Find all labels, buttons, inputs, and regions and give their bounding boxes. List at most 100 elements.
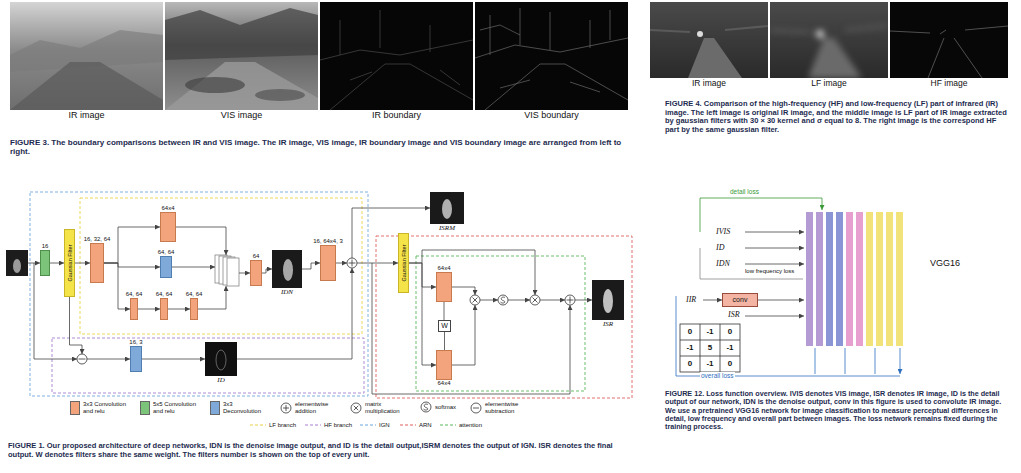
image-panel: IR image xyxy=(10,2,163,110)
loss-wires xyxy=(815,348,900,374)
process-box: W xyxy=(438,320,451,332)
operator-symbols xyxy=(347,258,357,268)
operator-symbol xyxy=(424,404,429,410)
node-label: ISR xyxy=(603,321,613,329)
operator-symbols xyxy=(470,295,480,305)
kernel-grid xyxy=(680,324,740,372)
loss-wires xyxy=(676,198,900,376)
lf-photo xyxy=(808,38,862,78)
image-panel: IDN xyxy=(272,250,302,288)
kernel-cell: -1 xyxy=(700,324,720,340)
legend-label: ARN xyxy=(419,422,432,429)
network-thumbnails xyxy=(442,199,452,219)
operator-symbols xyxy=(349,260,356,267)
vis-photo xyxy=(185,77,245,93)
image-panel: VIS image xyxy=(165,2,318,110)
operator-symbols xyxy=(498,295,508,305)
operator-symbol xyxy=(421,402,431,412)
figure-caption: FIGURE 4. Comparison of the high-frequen… xyxy=(665,100,1010,135)
kernel-cell: 5 xyxy=(700,340,720,356)
filter-box: Gaussian Filter xyxy=(398,233,409,293)
vis-photo xyxy=(165,62,318,110)
legend-label: attention xyxy=(459,422,482,429)
operator-symbols xyxy=(347,258,357,268)
operator-symbols xyxy=(567,297,574,304)
legend-swatch xyxy=(210,401,220,415)
network-wires xyxy=(480,300,498,301)
legend-item: attention xyxy=(440,422,482,429)
network-thumbnails xyxy=(603,289,613,313)
legend-label: matrix multiplication xyxy=(365,401,413,414)
kernel-grid xyxy=(680,324,740,372)
node-label: 64 xyxy=(253,253,260,260)
legend-item: 5x5 Convolution and relu xyxy=(140,401,201,415)
node-label: IDN xyxy=(281,289,293,297)
annotation-label: detail loss xyxy=(730,188,759,195)
kernel-cell: -1 xyxy=(720,340,740,356)
operator-symbols xyxy=(498,295,508,305)
ir-night-photo xyxy=(688,38,742,78)
network-wires xyxy=(508,300,530,301)
network-thumbnails xyxy=(592,280,624,320)
image-panel: ISRM xyxy=(430,192,464,224)
node-label: 64, 64 xyxy=(126,291,143,298)
operator-symbol xyxy=(283,405,289,411)
node-label: 16, 32, 64 xyxy=(84,236,111,243)
network-thumbnails xyxy=(430,192,464,224)
connector xyxy=(104,263,160,267)
network-thumbnails xyxy=(272,250,302,288)
operator-symbol xyxy=(280,402,292,414)
operator-symbol xyxy=(350,402,362,414)
operator-symbols xyxy=(470,295,480,305)
connector xyxy=(168,309,190,310)
line-sample xyxy=(360,425,376,426)
operator-symbol xyxy=(471,403,481,413)
legend-label: LF branch xyxy=(269,422,296,429)
node-label: Gaussian Filter xyxy=(66,245,72,282)
operator-symbols xyxy=(77,354,87,364)
network-thumbnails xyxy=(13,259,21,273)
node-label: IR boundary xyxy=(372,111,421,121)
line-sample xyxy=(440,425,456,426)
network-thumbnails xyxy=(216,350,226,370)
node-label: W xyxy=(441,322,448,330)
operator-symbols xyxy=(565,295,575,305)
legend-swatch xyxy=(70,401,80,415)
operator-symbol xyxy=(471,403,481,413)
line-sample xyxy=(250,422,266,428)
connector xyxy=(138,309,160,310)
legend-label: elementwise subtraction xyxy=(485,401,533,414)
vgg16-layers xyxy=(876,212,883,346)
branch-regions xyxy=(80,198,362,334)
branch-regions xyxy=(30,192,632,398)
network-wires xyxy=(336,263,347,264)
figure-caption: FIGURE 3. The boundary comparisons betwe… xyxy=(10,138,630,156)
lf-photo xyxy=(770,2,888,78)
operator-symbol xyxy=(354,405,358,409)
ir-photo xyxy=(10,62,163,110)
layer-block: 16 xyxy=(40,250,50,276)
vis-boundary-image xyxy=(475,2,628,110)
loss-wires xyxy=(676,296,900,376)
network-wires xyxy=(176,227,226,255)
hf-photo xyxy=(890,26,1008,78)
vgg16-layers xyxy=(836,212,843,346)
node-label: 64, 64 xyxy=(156,291,173,298)
network-wires xyxy=(357,263,398,264)
operator-symbols xyxy=(79,359,86,360)
vis-boundary-image xyxy=(475,2,628,110)
connector xyxy=(75,263,90,264)
node-label: Gaussian Filter xyxy=(400,245,406,282)
hf-photo xyxy=(890,2,1008,78)
network-wires xyxy=(352,208,430,258)
operator-symbols xyxy=(530,295,540,305)
node-label: 16 xyxy=(42,243,49,250)
connector xyxy=(262,269,272,273)
line-sample xyxy=(305,425,321,426)
network-wires xyxy=(452,287,475,295)
annotation-label: ISR xyxy=(728,310,740,319)
vis-photo xyxy=(255,89,305,101)
layer-block: 64, 64 xyxy=(130,298,138,320)
image-panel: LF image xyxy=(770,2,888,78)
loss-wires xyxy=(745,264,804,265)
